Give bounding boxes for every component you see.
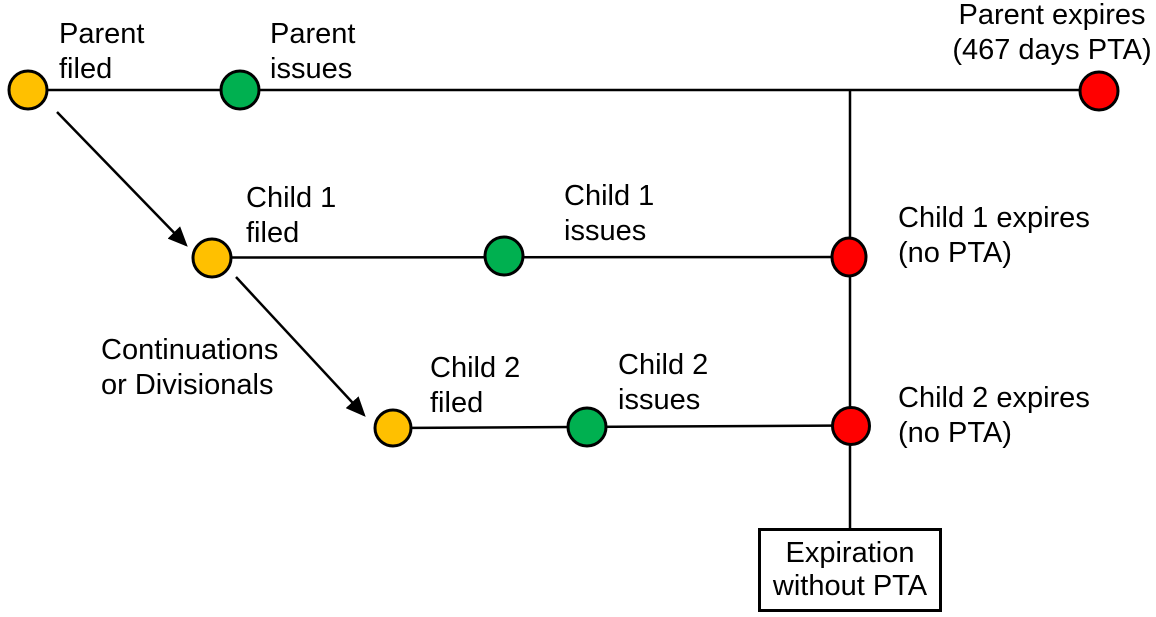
label-line: (no PTA) [898,417,1012,449]
continuations-label: Continuations or Divisionals [101,333,278,403]
label-line: Expiration [785,537,915,569]
child1-timeline-line [211,255,851,259]
label-line: without PTA [772,570,928,602]
child1-expires-node [830,236,868,278]
label-line: Child 1 [564,180,655,212]
child2-expires-node [831,406,871,446]
label-line: filed [59,53,113,85]
label-line: or Divisionals [101,369,274,401]
label-line: Parent [59,18,145,50]
label-line: filed [430,387,484,419]
label-line: issues [270,53,353,85]
child1-filed-label: Child 1 filed [246,181,336,251]
child1-issues-node [483,235,525,277]
child2-filed-node [373,408,413,448]
child2-issues-label: Child 2 issues [618,348,708,418]
parent-filed-label: Parent filed [59,17,144,87]
label-line: issues [564,215,647,247]
expiration-without-pta-box: Expiration without PTA [758,528,942,612]
label-line: Child 2 [618,349,709,381]
parent-expires-node [1078,70,1120,112]
label-line: filed [246,217,300,249]
label-line: Child 2 [430,352,521,384]
label-line: Parent expires [958,0,1146,31]
label-line: Parent [270,18,356,50]
label-line: issues [618,384,701,416]
child1-issues-label: Child 1 issues [564,179,654,249]
parent-filed-node [7,69,49,111]
arrow-parent-to-child1 [56,111,188,247]
label-line: Continuations [101,334,279,366]
label-line: Child 1 [246,182,337,214]
arrow-child1-to-child2 [235,276,366,417]
child2-issues-node [566,406,608,448]
label-line: Child 1 expires [898,202,1090,234]
child1-filed-node [191,237,233,279]
parent-issues-label: Parent issues [270,17,355,87]
label-line: (467 days PTA) [952,34,1152,66]
child2-filed-label: Child 2 filed [430,351,520,421]
label-line: Child 2 expires [898,382,1090,414]
child1-expires-label: Child 1 expires (no PTA) [898,201,1090,271]
parent-expires-label: Parent expires (467 days PTA) [942,0,1156,68]
child2-expires-label: Child 2 expires (no PTA) [898,381,1090,451]
label-line: (no PTA) [898,237,1012,269]
parent-issues-node [219,69,261,111]
child2-timeline-line [392,424,852,430]
